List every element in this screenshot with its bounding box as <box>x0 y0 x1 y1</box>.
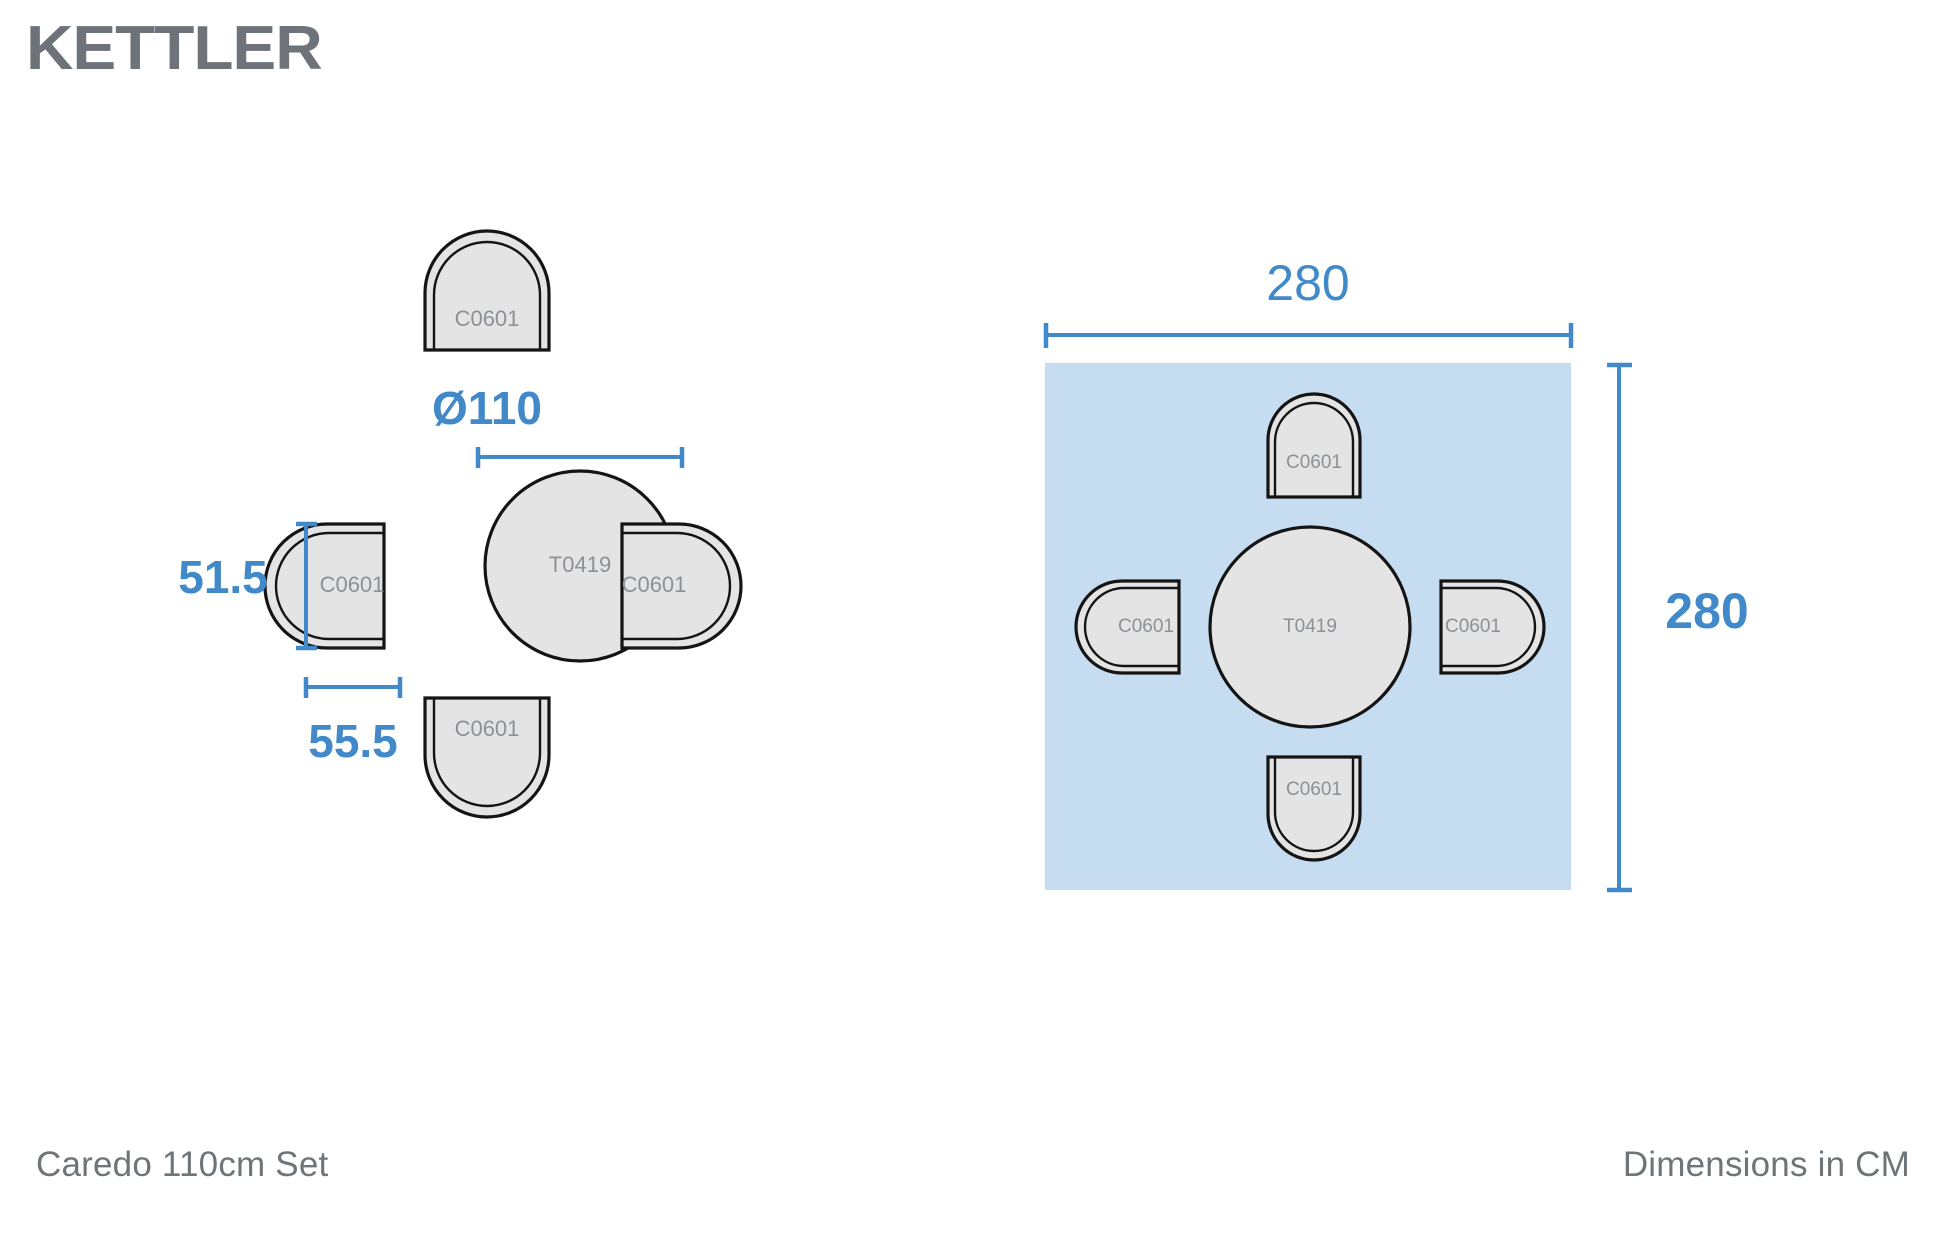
space-chair-east: C0601 <box>1439 579 1546 675</box>
units-caption: Dimensions in CM <box>1622 1145 1910 1184</box>
dimension-area-height: 280 <box>1607 362 1749 893</box>
chair-south: C0601 <box>423 696 551 819</box>
space-table-t0419: T0419 <box>1208 525 1412 729</box>
dimension-area-width: 280 <box>1043 255 1574 348</box>
dimension-area-height-label: 280 <box>1665 583 1748 639</box>
dimension-area-width-label: 280 <box>1266 255 1349 311</box>
dimension-table-diameter-label: Ø110 <box>432 382 542 434</box>
set-name-caption: Caredo 110cm Set <box>36 1145 329 1184</box>
chair-east-label: C0601 <box>622 572 687 597</box>
dimension-chair-width: 55.5 <box>303 677 403 767</box>
chair-north: C0601 <box>423 229 551 352</box>
space-chair-south-label: C0601 <box>1286 779 1342 800</box>
chair-west: C0601 <box>263 522 386 650</box>
kettler-logo: KETTLER <box>26 14 323 83</box>
space-chair-north: C0601 <box>1266 392 1362 499</box>
space-chair-west-label: C0601 <box>1118 616 1174 637</box>
chair-east: C0601 <box>620 522 743 650</box>
chair-north-label: C0601 <box>455 306 520 331</box>
dimension-chair-depth-label: 51.5 <box>178 551 268 603</box>
dimension-chair-depth: 51.5 <box>178 521 317 651</box>
space-chair-east-label: C0601 <box>1445 616 1501 637</box>
space-table-label: T0419 <box>1283 616 1337 637</box>
space-chair-north-label: C0601 <box>1286 452 1342 473</box>
space-chair-south: C0601 <box>1266 755 1362 862</box>
table-label: T0419 <box>549 552 611 577</box>
dimension-table-diameter: Ø110 <box>432 382 685 468</box>
space-chair-west: C0601 <box>1074 579 1181 675</box>
set-layout-diagram: C0601 Ø110 T0419 C0601 C0601 <box>178 229 743 819</box>
chair-west-label: C0601 <box>320 572 385 597</box>
chair-south-label: C0601 <box>455 716 520 741</box>
dimension-chair-width-label: 55.5 <box>308 715 398 767</box>
